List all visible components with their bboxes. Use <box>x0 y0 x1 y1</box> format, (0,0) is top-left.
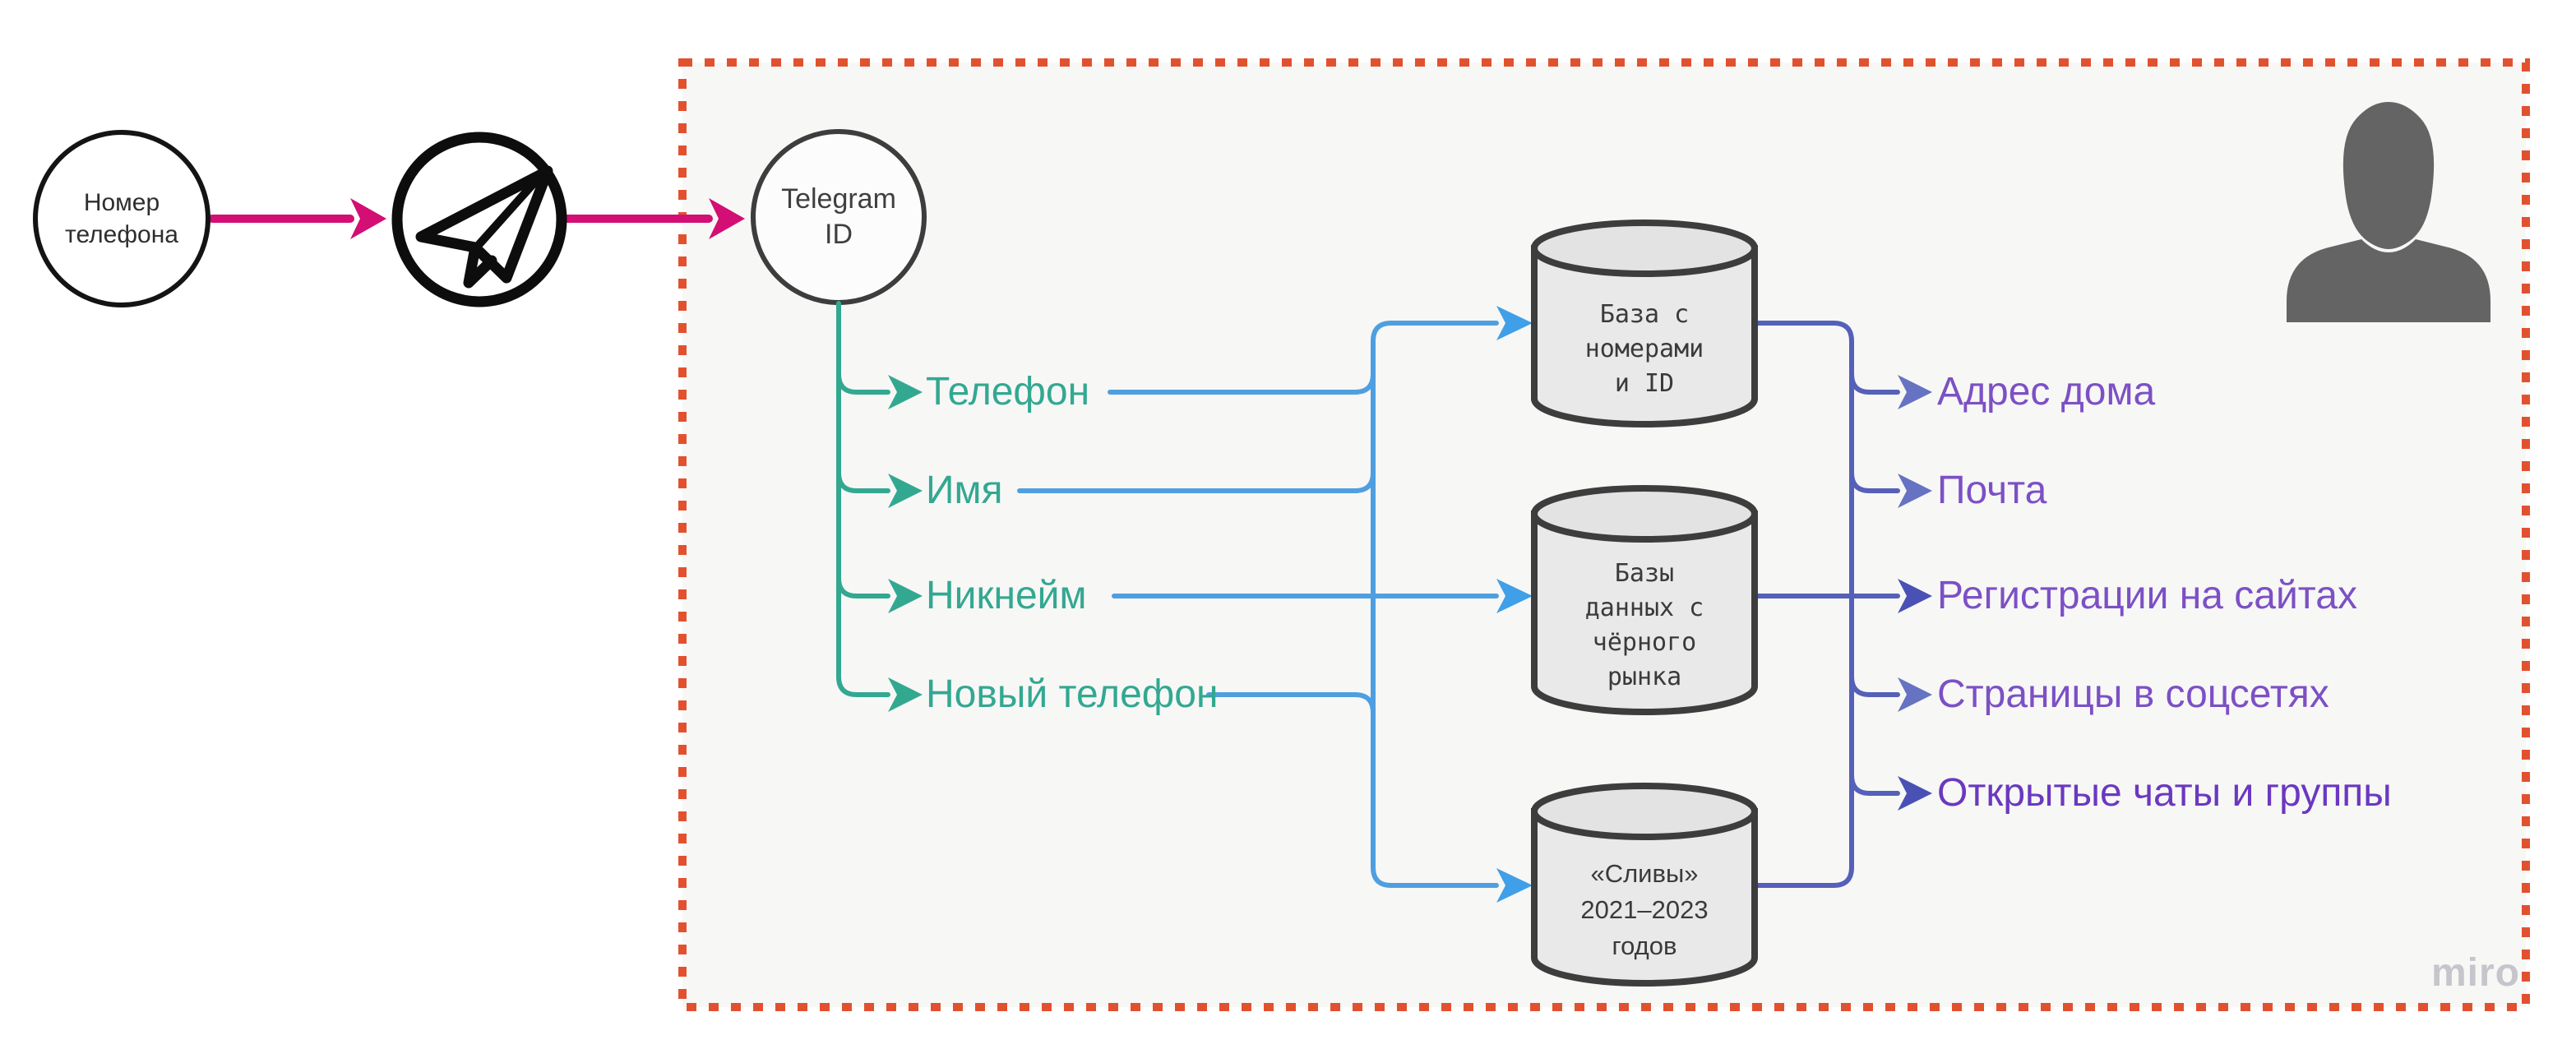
finding-arrowheads <box>1898 375 1932 811</box>
arrowhead-icon <box>350 198 386 239</box>
arrowhead-icon <box>1496 306 1533 340</box>
finding-label-open-chats-groups[interactable]: Открытые чаты и группы <box>1937 771 2392 815</box>
phone-number-node[interactable] <box>33 130 210 307</box>
identifier-label-nickname[interactable]: Никнейм <box>926 574 1087 617</box>
arrowhead-icon <box>1898 579 1932 613</box>
miro-watermark: miro <box>2430 951 2520 995</box>
telegram-paper-plane-icon <box>415 165 553 289</box>
connector-databases-to-findings <box>1752 321 1900 888</box>
database-cylinder-1[interactable] <box>1531 220 1758 427</box>
arrowhead-icon <box>1496 579 1533 613</box>
finding-label-site-registrations[interactable]: Регистрации на сайтах <box>1937 574 2357 617</box>
database-arrowheads <box>1496 306 1533 903</box>
arrowhead-icon <box>888 579 923 613</box>
database-cylinder-2[interactable] <box>1531 485 1758 715</box>
arrowhead-icon <box>709 198 745 239</box>
arrowhead-icon <box>1496 868 1533 903</box>
arrowhead-icon <box>1898 776 1932 811</box>
person-silhouette-icon[interactable] <box>2287 102 2490 322</box>
identifier-label-phone[interactable]: Телефон <box>926 370 1090 414</box>
database-label-black-market[interactable]: Базы данных с чёрного рынка <box>1584 559 1704 691</box>
arrowhead-icon <box>1898 474 1932 508</box>
finding-label-home-address[interactable]: Адрес дома <box>1937 370 2156 414</box>
database-label-numbers-ids[interactable]: База с номерами и ID <box>1584 300 1704 398</box>
finding-label-social-pages[interactable]: Страницы в соцсетях <box>1937 672 2329 716</box>
identifier-arrowheads <box>888 375 923 712</box>
telegram-node[interactable] <box>391 132 567 307</box>
arrowhead-icon <box>1898 375 1932 409</box>
identifier-label-new-phone[interactable]: Новый телефон <box>926 672 1219 716</box>
connector-identifiers-to-databases <box>1017 321 1499 888</box>
connector-telegram-id-to-identifiers <box>836 301 890 697</box>
arrowhead-icon <box>888 474 923 508</box>
arrowhead-icon <box>888 375 923 409</box>
identifier-label-name[interactable]: Имя <box>926 469 1003 512</box>
arrowhead-icon <box>1898 677 1932 712</box>
arrowhead-icon <box>888 677 923 712</box>
phone-number-node-label[interactable]: Номер телефона <box>65 189 178 248</box>
telegram-id-node-label[interactable]: Telegram ID <box>781 183 896 250</box>
connector-phone-to-telegram <box>208 198 386 239</box>
database-cylinder-3[interactable] <box>1531 783 1758 987</box>
finding-label-email[interactable]: Почта <box>1937 469 2047 512</box>
connector-telegram-to-telegram-id <box>562 198 745 239</box>
database-label-leaks[interactable]: «Сливы» 2021–2023 годов <box>1580 859 1709 960</box>
